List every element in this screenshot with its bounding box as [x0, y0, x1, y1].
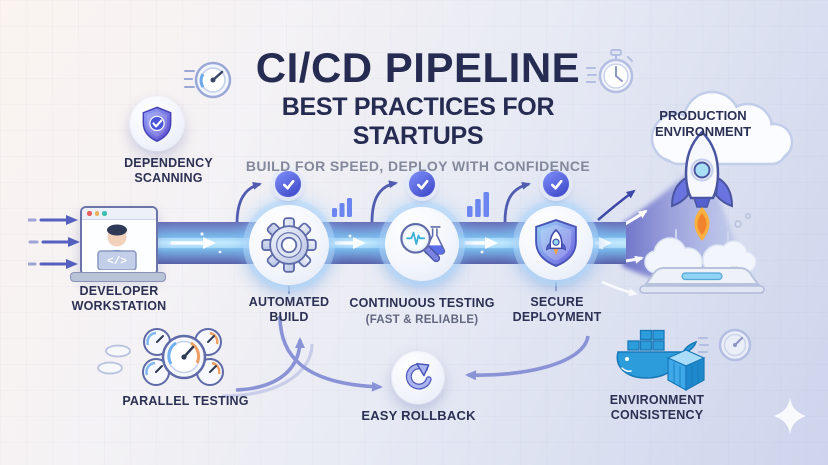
- continuous-testing-title: CONTINUOUS TESTING: [349, 296, 495, 310]
- docker-whale-icon: [616, 329, 706, 392]
- coins-icon: [97, 344, 131, 375]
- monitor-base: [70, 272, 166, 282]
- page-title: CI/CD PIPELINE: [255, 44, 581, 91]
- stopwatch-icon: [586, 49, 634, 94]
- shield-check-icon: [142, 106, 172, 143]
- window-dot-red: [87, 211, 92, 216]
- bar-chart-icon: [467, 192, 489, 217]
- window-dot-yellow: [94, 211, 99, 216]
- continuous-testing-disc: [385, 207, 459, 281]
- magnifier-flask-icon: [400, 223, 446, 263]
- bar-chart-icon: [332, 198, 352, 217]
- parallel-testing-label: PARALLEL TESTING: [122, 394, 249, 408]
- browser-titlebar: [82, 208, 156, 220]
- easy-rollback-label: EASY ROLLBACK: [361, 408, 476, 423]
- dependency-scanning-label: DEPENDENCY SCANNING: [124, 156, 213, 186]
- developer-workstation-label: DEVELOPER WORKSTATION: [71, 284, 167, 314]
- sparkle-icon: [774, 398, 806, 434]
- rollback-arrow-icon: [405, 363, 432, 390]
- testing-check-badge: [409, 171, 435, 197]
- window-dot-teal: [102, 211, 107, 216]
- continuous-testing-label: CONTINUOUS TESTING (FAST & RELIABLE): [347, 296, 497, 327]
- environment-consistency-label: ENVIRONMENT CONSISTENCY: [609, 393, 705, 423]
- automated-build-disc: [249, 205, 329, 285]
- page-subtitle: BEST PRACTICES FOR STARTUPS: [281, 92, 555, 150]
- secure-deployment-label: SECURE DEPLOYMENT: [512, 295, 602, 325]
- dependency-scanning-icon-disc: [130, 97, 184, 151]
- page-tagline: BUILD FOR SPEED, DEPLOY WITH CONFIDENCE: [245, 157, 591, 174]
- gauge-cluster-icon: [142, 328, 224, 386]
- developer-monitor-icon: </>: [80, 206, 158, 276]
- automated-build-label: AUTOMATED BUILD: [248, 295, 330, 325]
- build-check-badge: [275, 171, 301, 197]
- secure-deployment-disc: [519, 206, 593, 280]
- speed-lines-icon: [28, 215, 80, 269]
- code-glyph: </>: [107, 256, 127, 268]
- easy-rollback-disc: [392, 352, 444, 404]
- speed-gauge-icon: [698, 328, 752, 362]
- gear-icon: [261, 217, 317, 273]
- check-icon: [282, 179, 294, 190]
- rocket-launch-icon: [639, 130, 765, 294]
- production-environment-label: PRODUCTION ENVIRONMENT: [654, 108, 752, 140]
- check-icon: [550, 179, 562, 190]
- shield-rocket-icon: [535, 219, 577, 267]
- developer-avatar: </>: [97, 224, 137, 270]
- header: CI/CD PIPELINE BEST PRACTICES FOR STARTU…: [218, 46, 618, 174]
- check-icon: [416, 179, 428, 190]
- deployment-check-badge: [543, 171, 569, 197]
- continuous-testing-note: (FAST & RELIABLE): [365, 314, 479, 327]
- speedometer-icon: [184, 61, 232, 99]
